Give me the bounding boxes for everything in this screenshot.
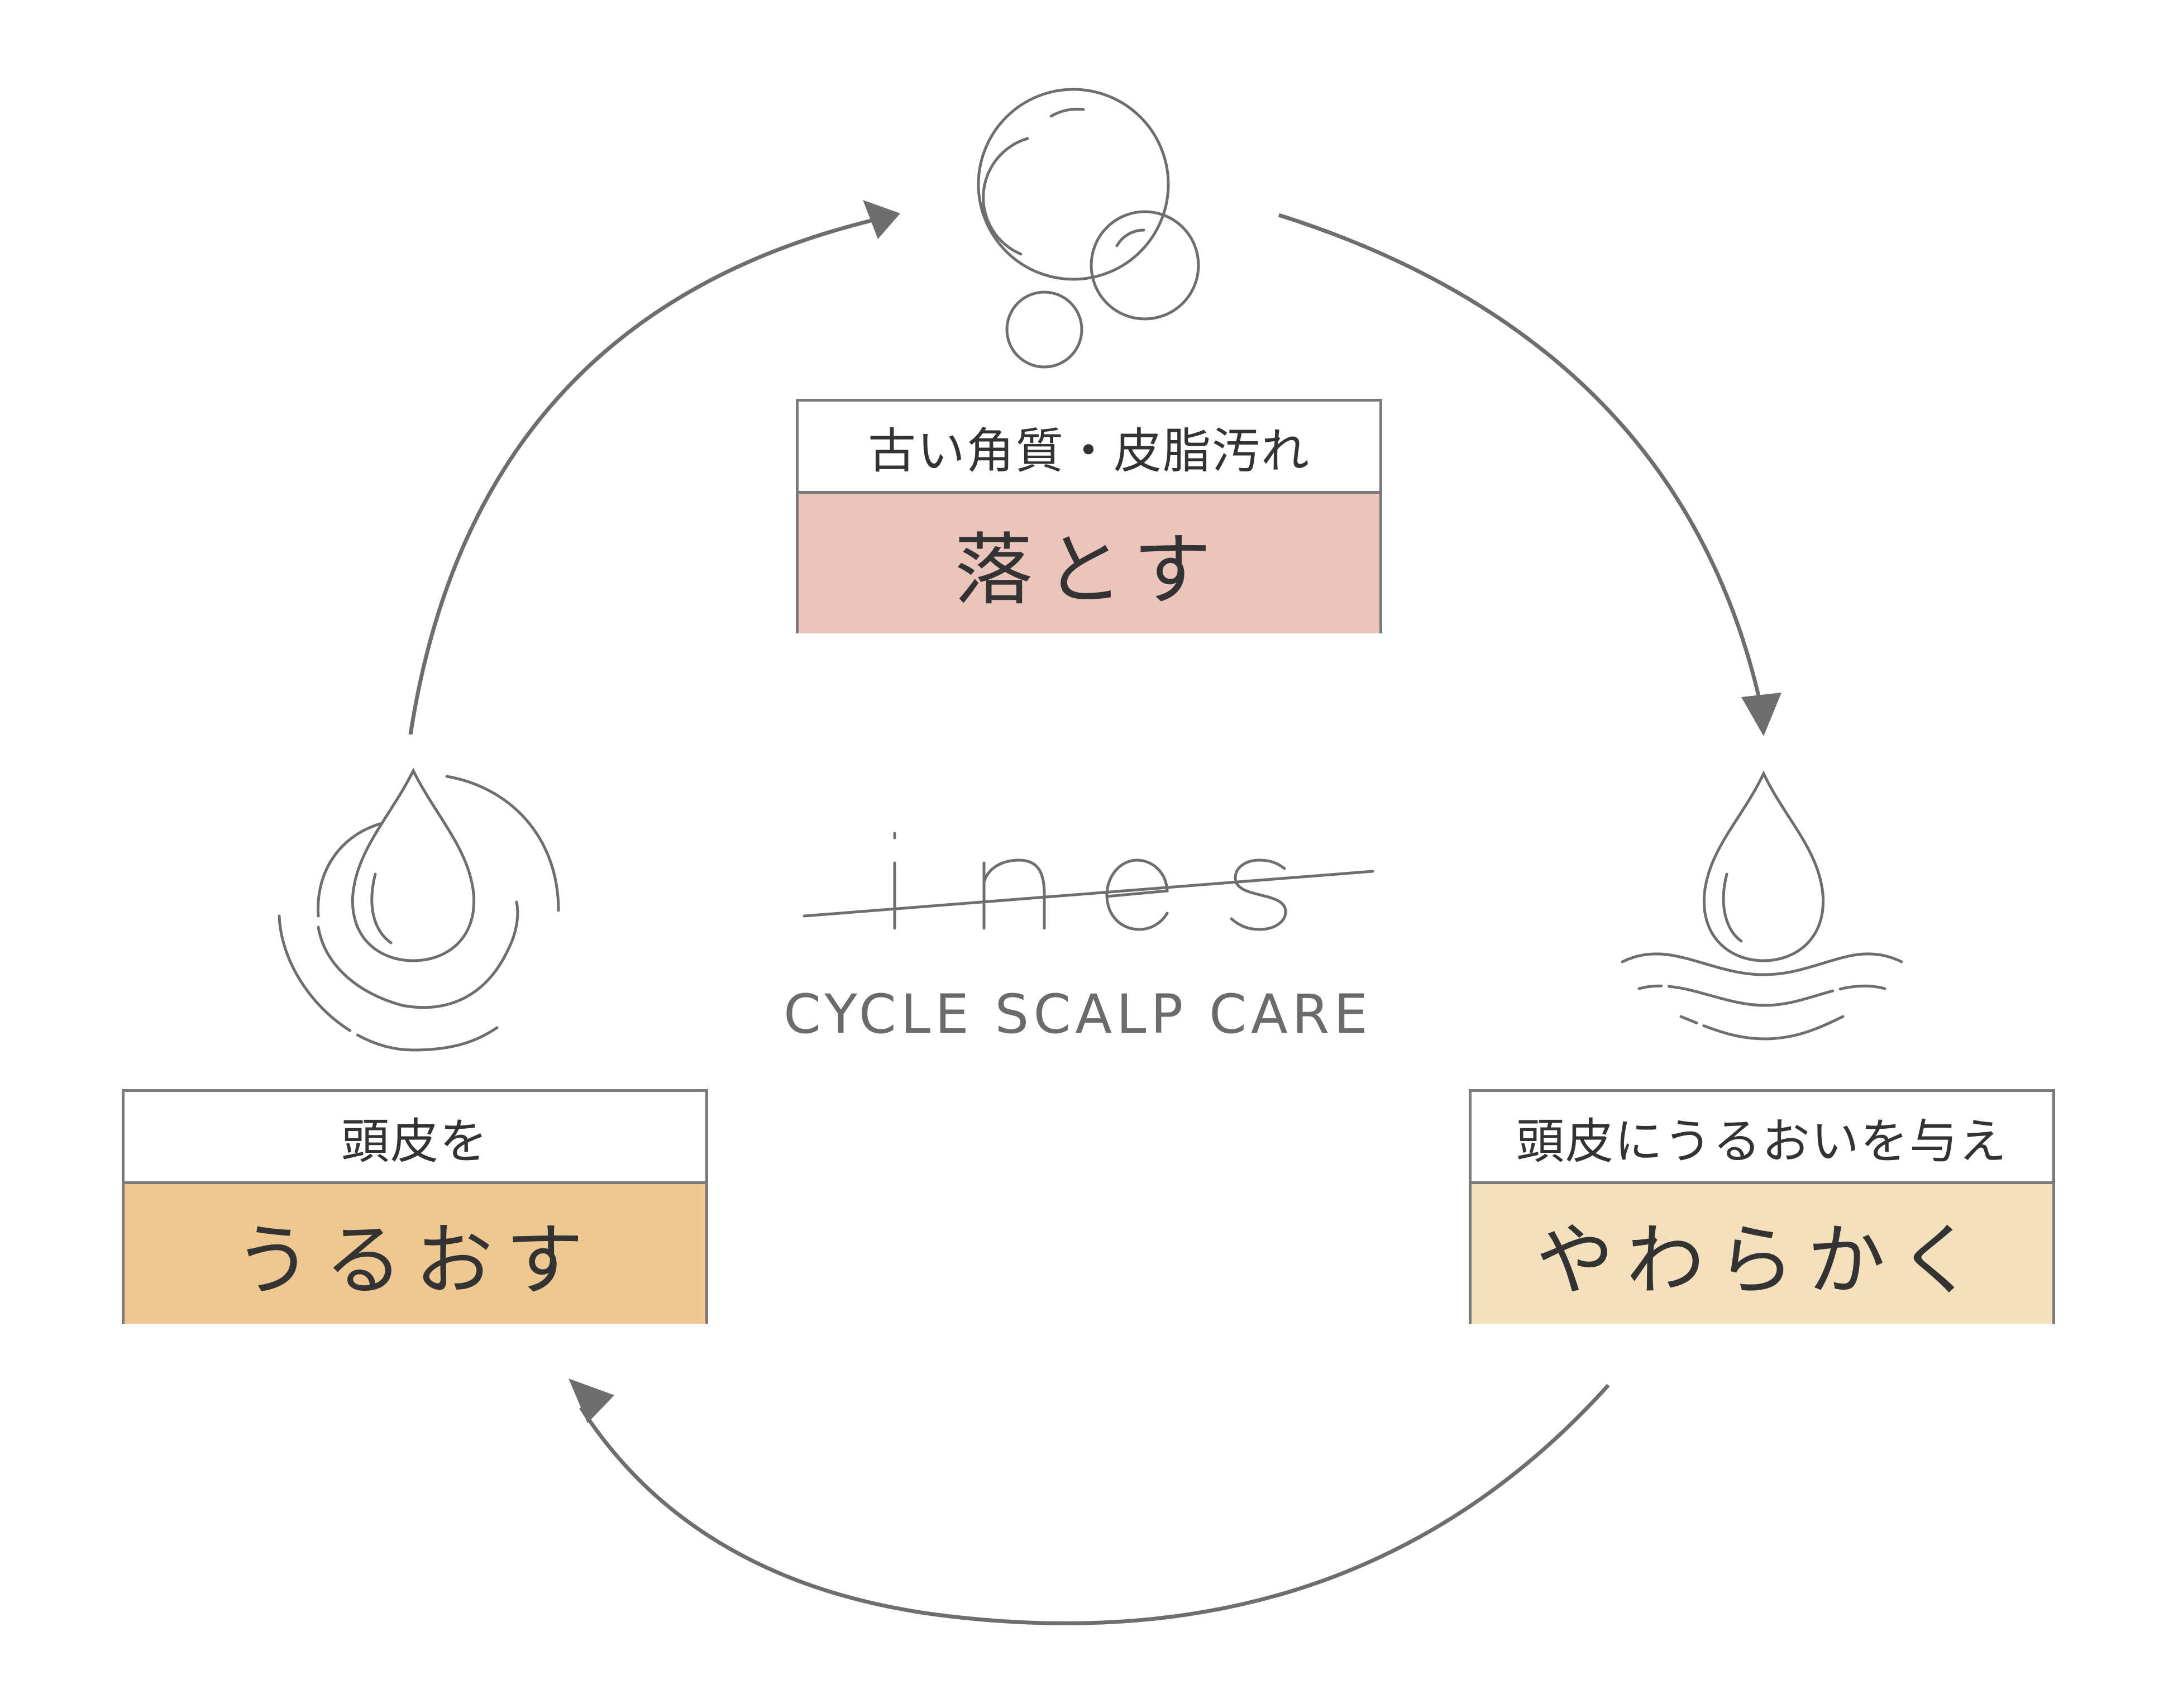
- step-remove-label: 古い角質・皮脂汚れ 落とす: [796, 399, 1382, 633]
- arrowhead-bottom: [569, 1378, 614, 1423]
- step-remove-caption: 古い角質・皮脂汚れ: [799, 402, 1379, 494]
- bubbles-icon: [977, 88, 1200, 369]
- cycle-arrows: [408, 213, 1761, 1625]
- arrow-soften-to-moisturize: [579, 1383, 1610, 1625]
- step-moisturize-action: うるおす: [125, 1184, 705, 1324]
- arrowhead-right: [1741, 693, 1781, 736]
- step-soften-caption: 頭皮にうるおいを与え: [1472, 1092, 2052, 1184]
- arrowheads: [569, 200, 1781, 1423]
- step-remove-action: 落とす: [799, 494, 1379, 633]
- step-soften-label: 頭皮にうるおいを与え やわらかく: [1469, 1089, 2055, 1324]
- arrowhead-top: [863, 200, 900, 239]
- arrow-moisturize-to-remove: [408, 218, 872, 735]
- step-moisturize-label: 頭皮を うるおす: [122, 1089, 708, 1324]
- brand-subtitle: CYCLE SCALP CARE: [783, 983, 1372, 1046]
- water-drop-ripple-icon: [278, 767, 560, 1052]
- step-moisturize-caption: 頭皮を: [125, 1092, 705, 1184]
- water-drop-waves-icon: [1621, 770, 1903, 1041]
- step-soften-action: やわらかく: [1472, 1184, 2052, 1324]
- brand-logo: [803, 832, 1374, 931]
- arrow-remove-to-soften: [1278, 213, 1761, 699]
